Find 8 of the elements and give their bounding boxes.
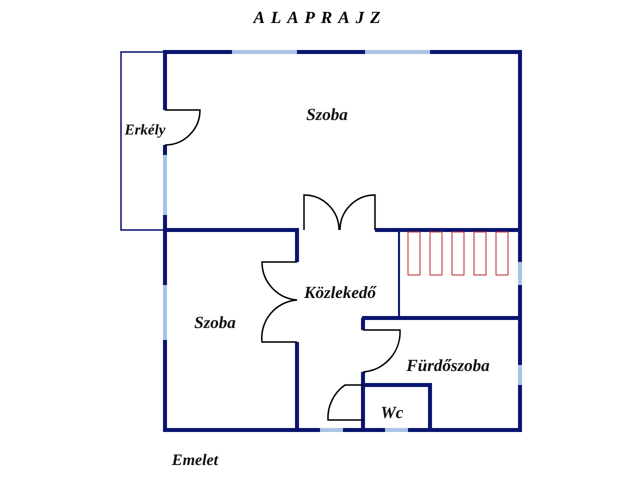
room-label: Erkély: [124, 122, 166, 140]
room-label: Fürdőszoba: [406, 356, 490, 376]
room-label: Wc: [380, 403, 404, 423]
room-label: Közlekedő: [304, 283, 376, 303]
plan-title: ALAPRAJZ: [252, 8, 388, 28]
room-label: Szoba: [194, 313, 236, 333]
room-label: Szoba: [306, 105, 348, 125]
floor-label: Emelet: [172, 452, 218, 470]
